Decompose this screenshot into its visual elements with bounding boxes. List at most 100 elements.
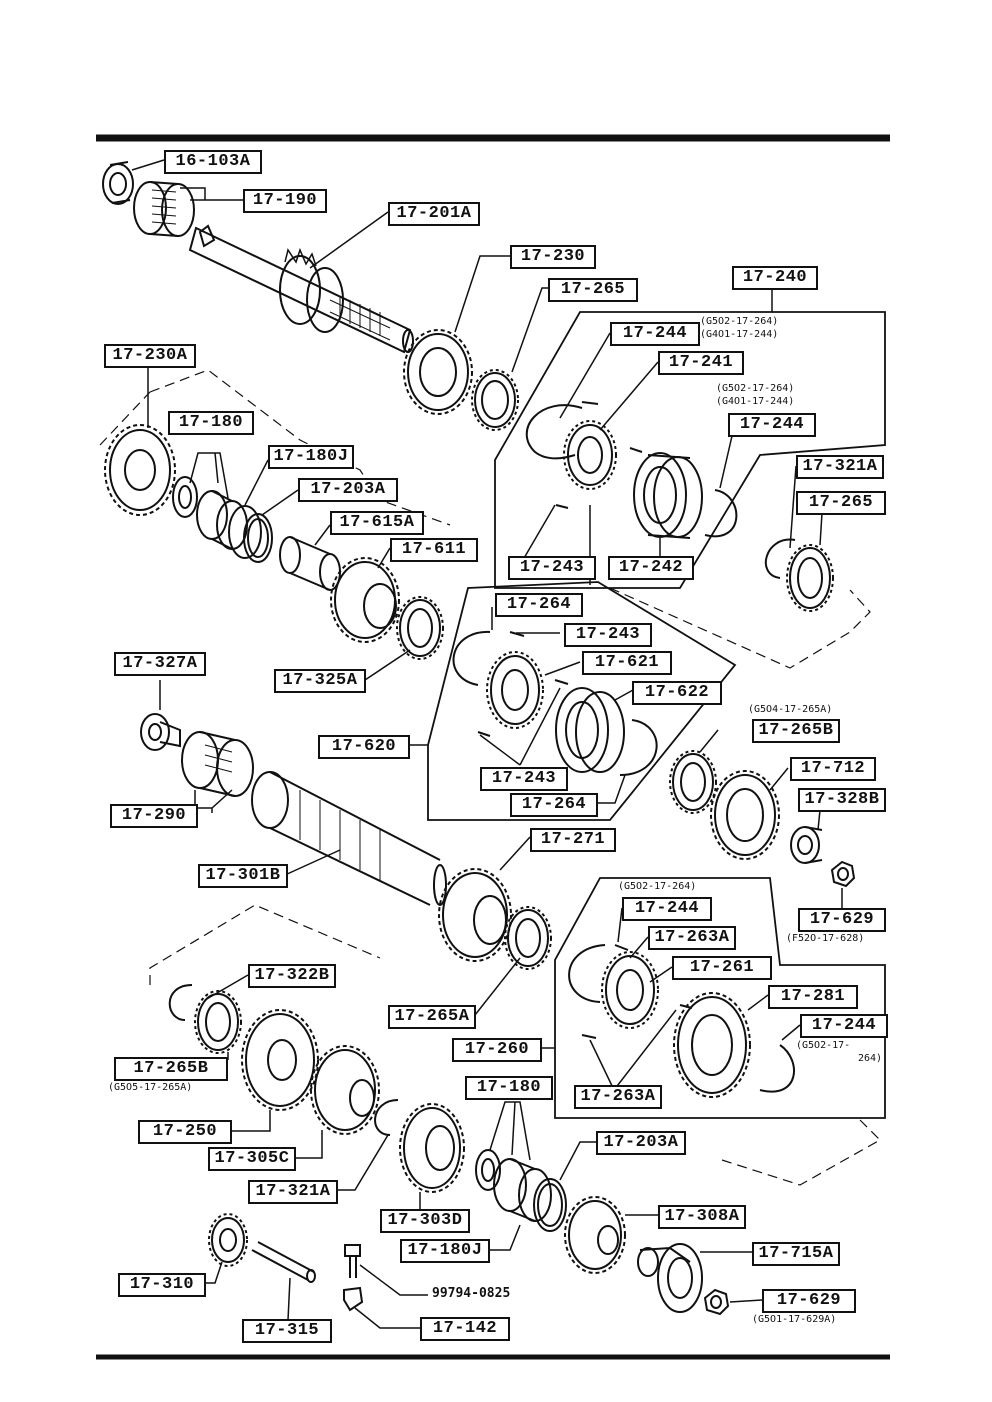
gear-17-712-icon — [710, 770, 780, 860]
nut-17-629-right-icon — [830, 860, 856, 888]
hub-17-261-icon — [601, 951, 659, 1029]
synchro-ring-17-265-right-icon — [786, 544, 834, 612]
hub-17-621-icon — [486, 651, 544, 729]
label-17-712: 17-712 — [790, 757, 876, 781]
note-240-b: (G4O1-17-244) — [700, 329, 779, 340]
label-17-290: 17-290 — [110, 804, 198, 828]
label-17-321a-bottom: 17-321A — [248, 1180, 338, 1204]
gear-17-281-icon — [673, 992, 751, 1098]
label-17-271: 17-271 — [530, 828, 616, 852]
label-17-203a-bottom: 17-203A — [596, 1131, 686, 1155]
mainshaft-17-301b-icon — [251, 771, 447, 906]
gear-17-271-icon — [438, 868, 512, 962]
gear-17-230-icon — [403, 329, 473, 415]
label-17-261: 17-261 — [672, 956, 772, 980]
snap-ring-17-322b-icon — [168, 984, 193, 1021]
note-265b-left: (G5O5-17-265A) — [108, 1082, 193, 1093]
gear-17-303d-icon — [399, 1103, 465, 1193]
label-17-325a: 17-325A — [274, 669, 366, 693]
label-17-244-d: 17-244 — [800, 1014, 888, 1038]
label-17-315: 17-315 — [242, 1319, 332, 1343]
note-629-bottom: (G5O1-17-629A) — [752, 1314, 837, 1325]
label-17-327a: 17-327A — [114, 652, 206, 676]
label-17-230: 17-230 — [510, 245, 596, 269]
label-17-244-a: 17-244 — [610, 322, 700, 346]
label-17-303d: 17-303D — [380, 1209, 470, 1233]
label-17-629-bottom: 17-629 — [762, 1289, 856, 1313]
bearing-17-715a-icon — [637, 1243, 703, 1313]
synchro-group-17-240-outline — [494, 311, 886, 589]
dash-guide-lower-left — [149, 904, 381, 985]
label-17-260: 17-260 — [452, 1038, 542, 1062]
gear-17-250-icon — [241, 1009, 319, 1111]
label-17-621: 17-621 — [582, 651, 672, 675]
label-17-241: 17-241 — [658, 351, 744, 375]
label-17-265-top: 17-265 — [548, 278, 638, 302]
label-17-615a: 17-615A — [330, 511, 424, 535]
label-17-308a: 17-308A — [658, 1205, 746, 1229]
sleeve-17-622-icon — [555, 687, 625, 773]
note-629: (F52O-17-628) — [786, 933, 865, 944]
ring-17-203a-bottom-icon — [533, 1178, 567, 1232]
label-17-310: 17-310 — [118, 1273, 206, 1297]
bearing-17-180-icon — [172, 476, 248, 550]
note-240-a: (G5O2-17-264) — [700, 316, 779, 327]
label-17-240: 17-240 — [732, 266, 818, 290]
bolt-99794-0825-icon — [344, 1244, 361, 1278]
bearing-17-290-icon — [181, 731, 254, 797]
note-244d-a: (G5O2-17- — [796, 1040, 851, 1051]
nut-17-629-bottom-icon — [703, 1288, 730, 1316]
label-17-328b: 17-328B — [798, 788, 886, 812]
label-bolt-99794-0825: 99794-0825 — [432, 1286, 511, 1301]
idler-shaft-17-315-icon — [251, 1241, 316, 1283]
sleeve-17-615a-icon — [279, 536, 341, 591]
label-17-243-c: 17-243 — [480, 767, 568, 791]
snap-ring-17-264-a-icon — [452, 630, 491, 686]
label-17-301b: 17-301B — [198, 864, 288, 888]
label-17-142: 17-142 — [420, 1317, 510, 1341]
label-17-265b-right: 17-265B — [752, 719, 840, 743]
note-265b: (G5O4-17-265A) — [748, 704, 833, 715]
label-17-190: 17-190 — [243, 189, 327, 213]
snap-ring-17-264-b-icon — [619, 719, 658, 776]
snap-ring-17-244-right-icon — [704, 489, 738, 538]
sleeve-17-242-icon — [633, 452, 703, 539]
bracket-17-142-icon — [343, 1286, 364, 1312]
idler-gear-17-310-icon — [208, 1213, 248, 1267]
snap-ring-17-321a-top-icon — [764, 538, 796, 579]
label-17-244-c: 17-244 — [622, 897, 712, 921]
dash-guide-lower-right — [721, 1119, 881, 1186]
label-17-611: 17-611 — [390, 538, 478, 562]
label-17-250: 17-250 — [138, 1120, 232, 1144]
synchro-ring-17-265b-left-icon — [194, 990, 242, 1054]
label-17-180-bottom: 17-180 — [465, 1076, 553, 1100]
gear-17-230a-icon — [104, 424, 176, 516]
label-17-244-b: 17-244 — [728, 413, 816, 437]
synchro-ring-17-265b-right-icon — [669, 750, 717, 814]
label-17-305c: 17-305C — [208, 1147, 296, 1171]
label-17-203a-top: 17-203A — [298, 478, 398, 502]
label-17-180j-top: 17-180J — [268, 445, 354, 469]
synchro-group-17-260-outline — [554, 877, 886, 1119]
note-244-a: (G5O2-17-264) — [716, 383, 795, 394]
label-17-263a-a: 17-263A — [648, 926, 736, 950]
label-17-265-right: 17-265 — [796, 491, 886, 515]
snap-ring-17-321a-bottom-icon — [374, 1099, 399, 1136]
label-17-243-b: 17-243 — [564, 623, 652, 647]
bearing-17-190-icon — [133, 181, 195, 237]
ring-17-203a-icon — [243, 513, 273, 563]
note-244d-b: 264) — [858, 1053, 883, 1064]
label-17-622: 17-622 — [632, 681, 722, 705]
label-17-265b-left: 17-265B — [114, 1057, 228, 1081]
bearing-17-180-bottom-icon — [475, 1149, 552, 1222]
collar-17-328b-icon — [790, 826, 823, 864]
note-244-b: (G4O1-17-244) — [716, 396, 795, 407]
label-17-281: 17-281 — [768, 985, 858, 1009]
label-17-322b: 17-322B — [248, 964, 336, 988]
synchro-ring-17-325a-icon — [396, 596, 444, 660]
synchro-ring-17-265a-icon — [504, 906, 552, 970]
dash-guide-right — [609, 587, 871, 669]
label-17-180-top: 17-180 — [168, 411, 254, 435]
